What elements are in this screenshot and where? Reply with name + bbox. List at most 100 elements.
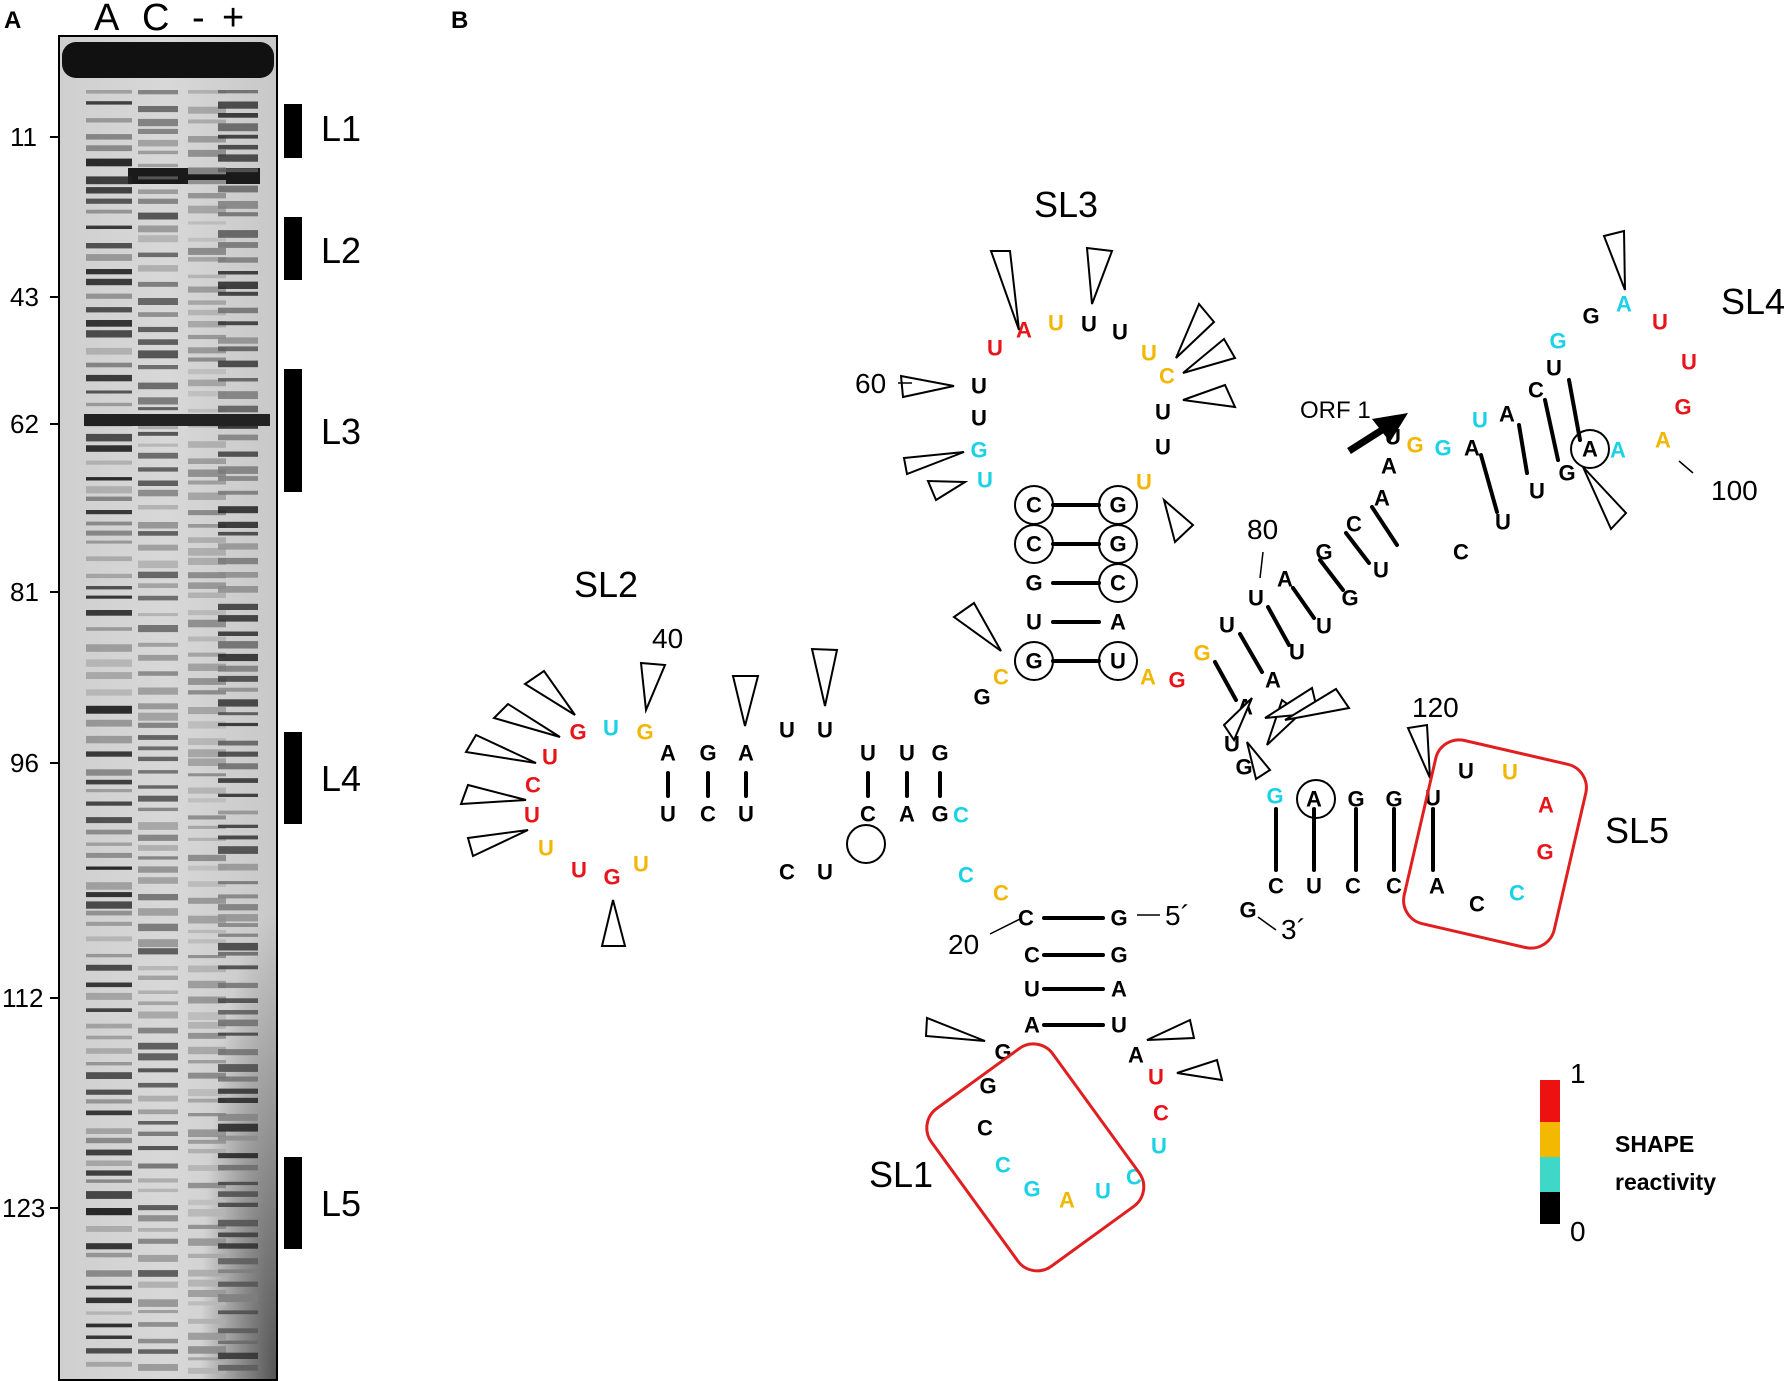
nucleotide: G <box>973 685 990 710</box>
legend-max: 1 <box>1570 1058 1586 1089</box>
gel-band <box>188 758 226 766</box>
nucleotide: G <box>1239 898 1256 923</box>
gel-band <box>218 271 258 275</box>
modified-nucleotide-circle <box>1014 641 1054 681</box>
modified-nucleotide-circle <box>1098 563 1138 603</box>
gel-band <box>188 1224 226 1229</box>
gel-band <box>188 690 226 695</box>
gel-band <box>138 365 178 370</box>
nucleotide: G <box>603 865 620 890</box>
gel-band <box>218 1019 258 1027</box>
gel-band <box>86 1110 132 1116</box>
gel-band <box>86 134 132 140</box>
gel-band <box>86 278 132 286</box>
nucleotide: U <box>1081 312 1097 337</box>
gel-band <box>188 237 226 242</box>
label-sl1: SL1 <box>869 1154 933 1195</box>
base-pair-line <box>1370 505 1399 547</box>
gel-band <box>138 431 178 436</box>
gel-band <box>86 330 132 338</box>
gel-band <box>138 407 178 411</box>
gel-band <box>86 936 132 942</box>
gel-band <box>188 915 226 924</box>
svg-text:120: 120 <box>1412 692 1459 723</box>
nucleotide: U <box>899 741 915 766</box>
gel-band <box>188 1199 226 1206</box>
gel-band <box>86 719 132 727</box>
nucleotide: U <box>1219 613 1235 638</box>
gel-band <box>218 1258 258 1265</box>
reactivity-arrowhead <box>952 601 1002 652</box>
gel-band <box>218 665 258 672</box>
gel-band <box>218 1153 258 1159</box>
gel-band <box>138 746 178 751</box>
nucleotide: C <box>1345 874 1361 899</box>
nucleotide: G <box>569 720 586 745</box>
gel-band <box>86 1048 132 1054</box>
gel-band <box>138 1082 178 1088</box>
nucleotide: C <box>1026 532 1042 557</box>
gel-band <box>138 845 178 851</box>
nucleotide: U <box>1095 1179 1111 1204</box>
gel-band <box>86 1008 132 1012</box>
position-80: 80 <box>1247 514 1278 579</box>
gel-band <box>218 1243 258 1249</box>
gel-band <box>86 1149 132 1156</box>
gel-band <box>188 221 226 225</box>
gel-band <box>218 1123 258 1132</box>
legend-swatch-none <box>1540 1192 1560 1224</box>
nucleotide: U <box>1529 479 1545 504</box>
gel-band <box>138 298 178 305</box>
gel-band <box>218 687 258 692</box>
five-prime-end: 5´ <box>1137 900 1190 931</box>
gel-band <box>188 458 226 464</box>
gel-band <box>138 106 178 113</box>
gel-band <box>188 1032 226 1039</box>
gel-band <box>138 1270 178 1277</box>
gel-band <box>188 939 226 944</box>
gel-band <box>86 293 132 299</box>
gel-band <box>218 751 258 757</box>
nucleotide: C <box>1346 512 1362 537</box>
gel-band <box>218 1088 258 1094</box>
gel-band <box>138 1238 178 1244</box>
gel-band <box>138 807 178 812</box>
nucleotide: U <box>1112 320 1128 345</box>
reactivity-arrowhead <box>464 733 537 764</box>
gel-band <box>138 712 178 721</box>
svg-text:L4: L4 <box>321 758 361 799</box>
gel-band <box>188 193 226 199</box>
gel-band <box>138 908 178 916</box>
gel-band <box>188 334 226 340</box>
gel-band <box>188 1089 226 1097</box>
gel-band <box>138 443 178 447</box>
gel-band <box>138 339 178 345</box>
gel-band <box>86 225 132 229</box>
gel-band <box>86 347 132 355</box>
gel-band <box>188 980 226 989</box>
gel-band <box>188 965 226 973</box>
gel-band <box>86 901 132 909</box>
gel-band <box>138 1053 178 1061</box>
nucleotide: G <box>1558 461 1575 486</box>
base-pair-lines <box>666 378 1582 1027</box>
gel-band <box>188 1253 226 1258</box>
gel-band <box>86 243 132 249</box>
position-40: 40 <box>652 623 683 654</box>
nucleotide: G <box>1674 395 1691 420</box>
nucleotide: C <box>995 1153 1011 1178</box>
nucleotide: U <box>738 802 754 827</box>
gel-band <box>218 824 258 828</box>
gel-band <box>188 106 226 114</box>
modified-nucleotide-circle <box>846 824 886 864</box>
nucleotide: U <box>779 718 795 743</box>
gel-band <box>188 865 226 871</box>
gel-band <box>138 703 178 710</box>
gel-band <box>218 998 258 1003</box>
gel-band <box>86 1089 132 1095</box>
gel-band <box>138 118 178 127</box>
gel-band <box>188 663 226 671</box>
gel-band <box>218 101 258 109</box>
reactivity-arrowhead <box>1182 337 1237 374</box>
gel-band <box>86 689 132 696</box>
